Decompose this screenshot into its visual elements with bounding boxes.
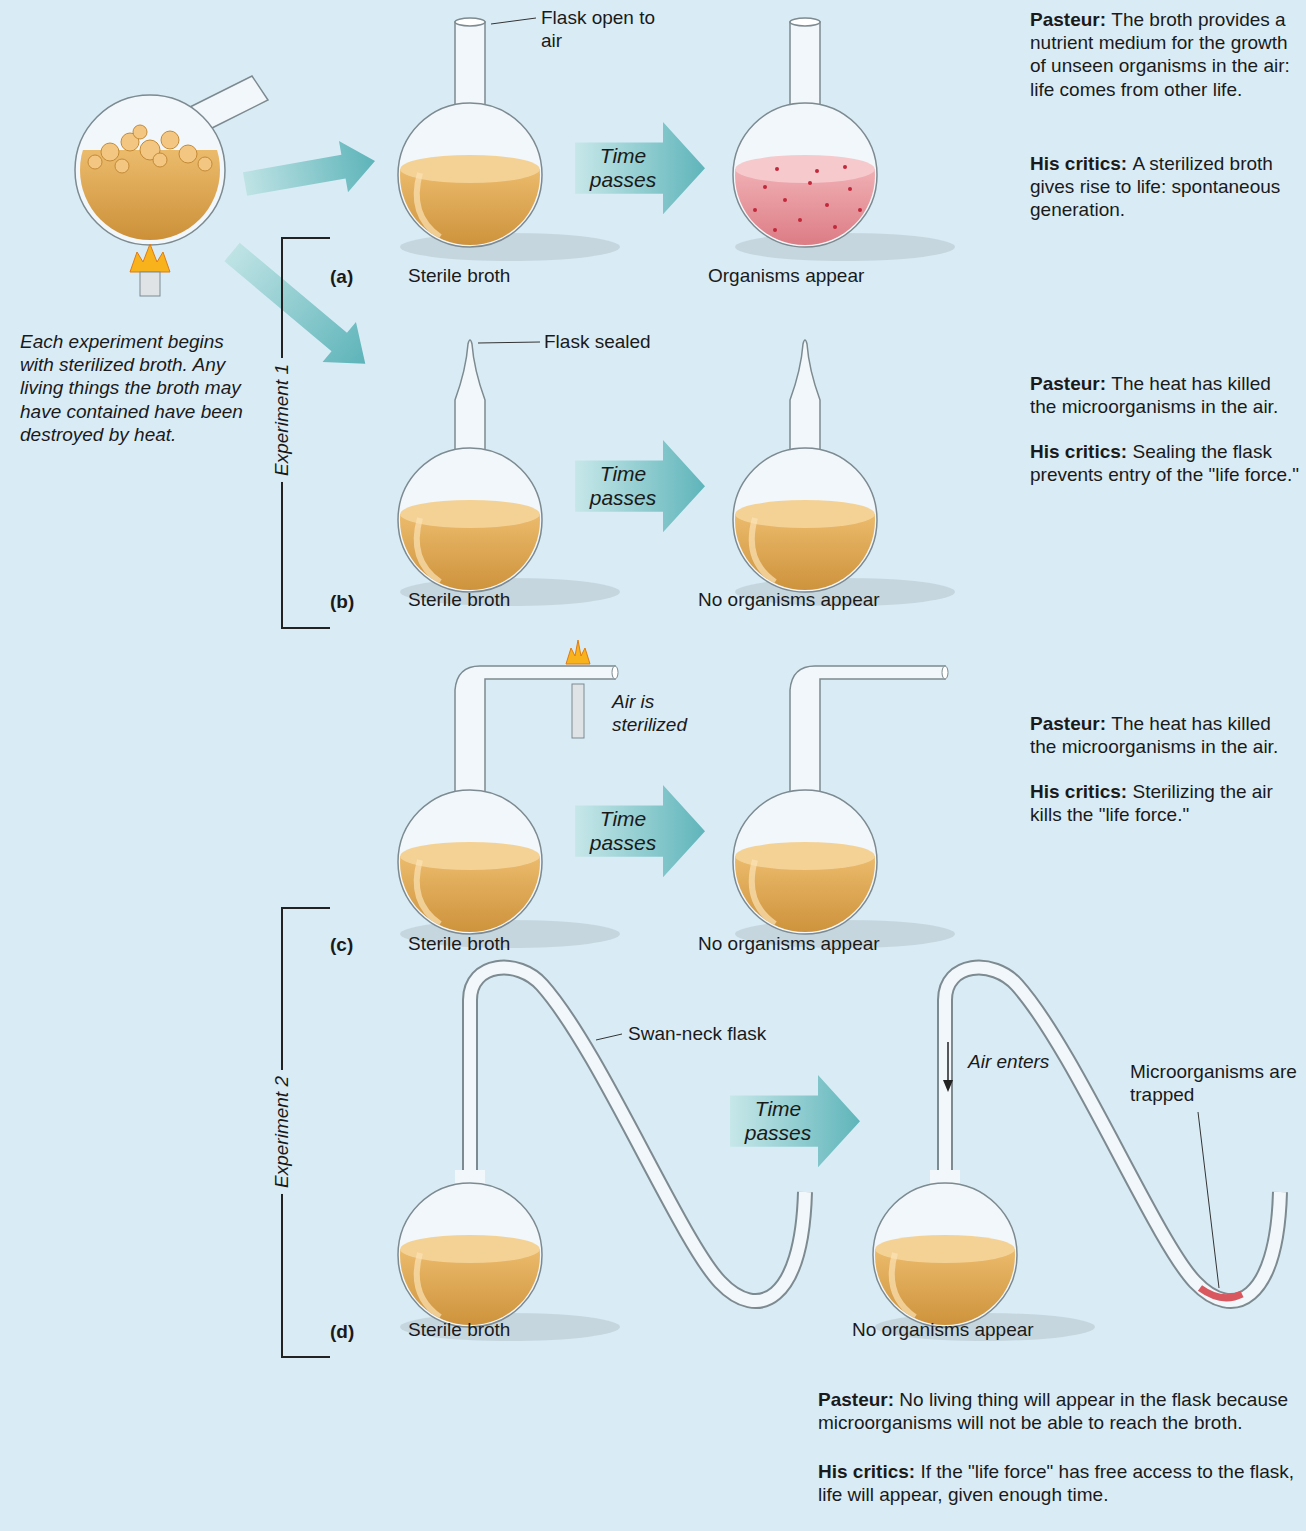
arrow-label: Time passes	[738, 1097, 818, 1145]
text-label: Air enters	[968, 1050, 1049, 1073]
speaker-label: Pasteur:	[818, 1389, 894, 1410]
text-label: (b)	[330, 590, 354, 613]
experiment-label: Experiment 1	[270, 358, 293, 482]
text-label: Each experiment begins with sterilized b…	[20, 330, 255, 446]
annotation-paragraph: Pasteur:The heat has killed the microorg…	[1030, 372, 1302, 418]
text-label: Air is sterilized	[612, 690, 727, 736]
speaker-label: His critics:	[1030, 781, 1127, 802]
annotation-paragraph: His critics:Sterilizing the air kills th…	[1030, 780, 1302, 826]
arrow-label: Time passes	[583, 807, 663, 855]
text-label: (a)	[330, 265, 353, 288]
text-label: No organisms appear	[698, 932, 880, 955]
time-arrow: Time passes	[575, 122, 705, 214]
text-label: No organisms appear	[698, 588, 880, 611]
experiment-label: Experiment 2	[270, 1070, 293, 1194]
time-arrow: Time passes	[575, 785, 705, 877]
speaker-label: Pasteur:	[1030, 373, 1106, 394]
text-label: Sterile broth	[408, 264, 510, 287]
speaker-label: Pasteur:	[1030, 713, 1106, 734]
time-arrow: Time passes	[730, 1075, 860, 1167]
text-label: Microorganisms are trapped	[1130, 1060, 1300, 1106]
text-label: Organisms appear	[708, 264, 864, 287]
annotation-paragraph: His critics:If the "life force" has free…	[818, 1460, 1298, 1506]
annotation-paragraph: Pasteur:The broth provides a nutrient me…	[1030, 8, 1302, 101]
speaker-label: His critics:	[1030, 153, 1127, 174]
annotation-paragraph: Pasteur:No living thing will appear in t…	[818, 1388, 1288, 1434]
annotation-paragraph: His critics:Sealing the flask prevents e…	[1030, 440, 1302, 486]
text-label: Flask open to air	[541, 6, 681, 52]
speaker-label: His critics:	[818, 1461, 915, 1482]
text-label: Sterile broth	[408, 1318, 510, 1341]
text-label: Sterile broth	[408, 588, 510, 611]
annotation-paragraph: His critics:A sterilized broth gives ris…	[1030, 152, 1302, 222]
text-label: Sterile broth	[408, 932, 510, 955]
speaker-label: His critics:	[1030, 441, 1127, 462]
text-label: (d)	[330, 1320, 354, 1343]
text-label: (c)	[330, 933, 353, 956]
text-label: Flask sealed	[544, 330, 651, 353]
arrow-label: Time passes	[583, 144, 663, 192]
annotation-paragraph: Pasteur:The heat has killed the microorg…	[1030, 712, 1302, 758]
text-label: No organisms appear	[852, 1318, 1034, 1341]
time-arrow: Time passes	[575, 440, 705, 532]
speaker-label: Pasteur:	[1030, 9, 1106, 30]
text-label: Swan-neck flask	[628, 1022, 766, 1045]
arrow-label: Time passes	[583, 462, 663, 510]
